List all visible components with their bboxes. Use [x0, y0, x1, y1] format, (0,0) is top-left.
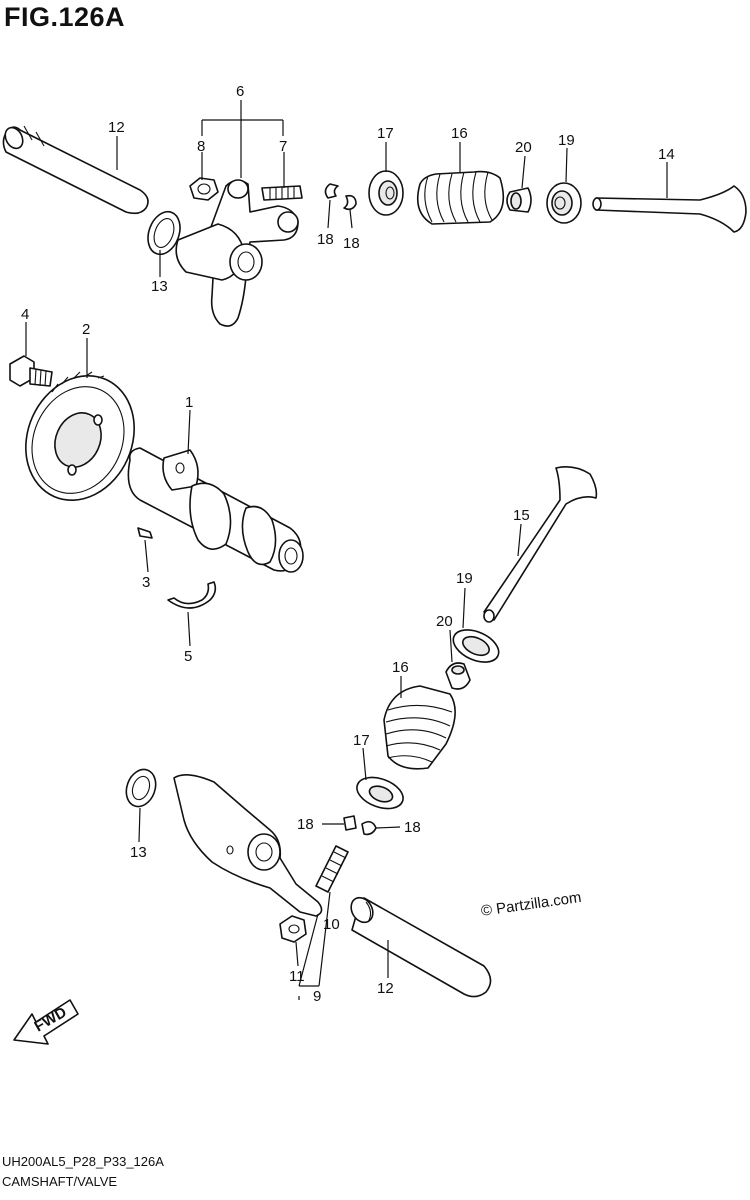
rocker-shaft-lower	[350, 896, 492, 998]
exhaust-valve-top	[592, 185, 747, 233]
callout-3: 3	[142, 574, 150, 591]
figure-title: FIG.126A	[4, 2, 126, 32]
washer-lower	[125, 768, 157, 808]
callout-9: 9	[313, 988, 321, 1005]
adjuster-nut-top	[189, 177, 219, 201]
footer: UH200AL5_P28_P33_126A CAMSHAFT/VALVE	[2, 1152, 164, 1192]
washer-top	[147, 210, 181, 256]
leader-lines	[25, 100, 668, 1000]
valve-spring-top	[416, 170, 505, 225]
callout-19-top: 19	[558, 132, 575, 149]
exploded-parts-diagram: FWD	[2, 83, 747, 1045]
spring-retainer-top	[368, 170, 404, 216]
valve-cotters-top	[324, 183, 357, 211]
callout-10: 10	[323, 916, 340, 933]
callout-18-top-b: 18	[343, 235, 360, 252]
valve-seal-lower	[445, 662, 471, 690]
adjust-screw-top	[261, 185, 303, 201]
spring-retainer-lower	[356, 776, 404, 810]
callout-18-lower-b: 18	[404, 819, 421, 836]
sprocket-bolt	[9, 355, 53, 387]
forward-arrow-icon: FWD	[13, 999, 79, 1045]
callout-19-lower: 19	[456, 570, 473, 587]
valve-seal-top	[506, 187, 532, 213]
valve-cotters-lower	[343, 815, 377, 836]
callout-2: 2	[82, 321, 90, 338]
retaining-ring	[167, 581, 217, 609]
callout-12-lower: 12	[377, 980, 394, 997]
callout-13-top: 13	[151, 278, 168, 295]
callout-5: 5	[184, 648, 192, 665]
callout-16-top: 16	[451, 125, 468, 142]
rocker-arm-lower	[173, 774, 323, 917]
callout-8: 8	[197, 138, 205, 155]
callout-13-lower: 13	[130, 844, 147, 861]
callout-16-lower: 16	[392, 659, 409, 676]
callout-12-top: 12	[108, 119, 125, 136]
callout-18-top-a: 18	[317, 231, 334, 248]
adjust-screw-lower	[315, 845, 349, 893]
callout-17-top: 17	[377, 125, 394, 142]
adjuster-nut-lower	[279, 915, 307, 943]
dowel-pin	[137, 527, 153, 539]
diagram-code: UH200AL5_P28_P33_126A	[2, 1154, 164, 1169]
callout-15: 15	[513, 507, 530, 524]
callout-20-lower: 20	[436, 613, 453, 630]
callout-7: 7	[279, 138, 287, 155]
spring-seat-lower	[452, 629, 500, 663]
callout-labels: 12 13 6 8 7 18 18 17 16 20 19 14 4 2 1 3…	[21, 83, 675, 1005]
intake-valve	[483, 466, 598, 623]
rocker-shaft-top	[2, 125, 149, 215]
callout-11: 11	[289, 968, 305, 985]
callout-18-lower-a: 18	[297, 816, 314, 833]
diagram-caption: CAMSHAFT/VALVE	[2, 1174, 118, 1189]
camshaft	[127, 447, 304, 573]
callout-14: 14	[658, 146, 675, 163]
rocker-arm-top	[175, 179, 299, 327]
callout-20-top: 20	[515, 139, 532, 156]
callout-17-lower: 17	[353, 732, 370, 749]
spring-seat-top	[546, 182, 582, 224]
valve-spring-lower	[383, 685, 456, 770]
callout-4: 4	[21, 306, 29, 323]
camshaft-sprocket	[25, 371, 135, 501]
callout-1: 1	[185, 394, 193, 411]
callout-6: 6	[236, 83, 244, 100]
